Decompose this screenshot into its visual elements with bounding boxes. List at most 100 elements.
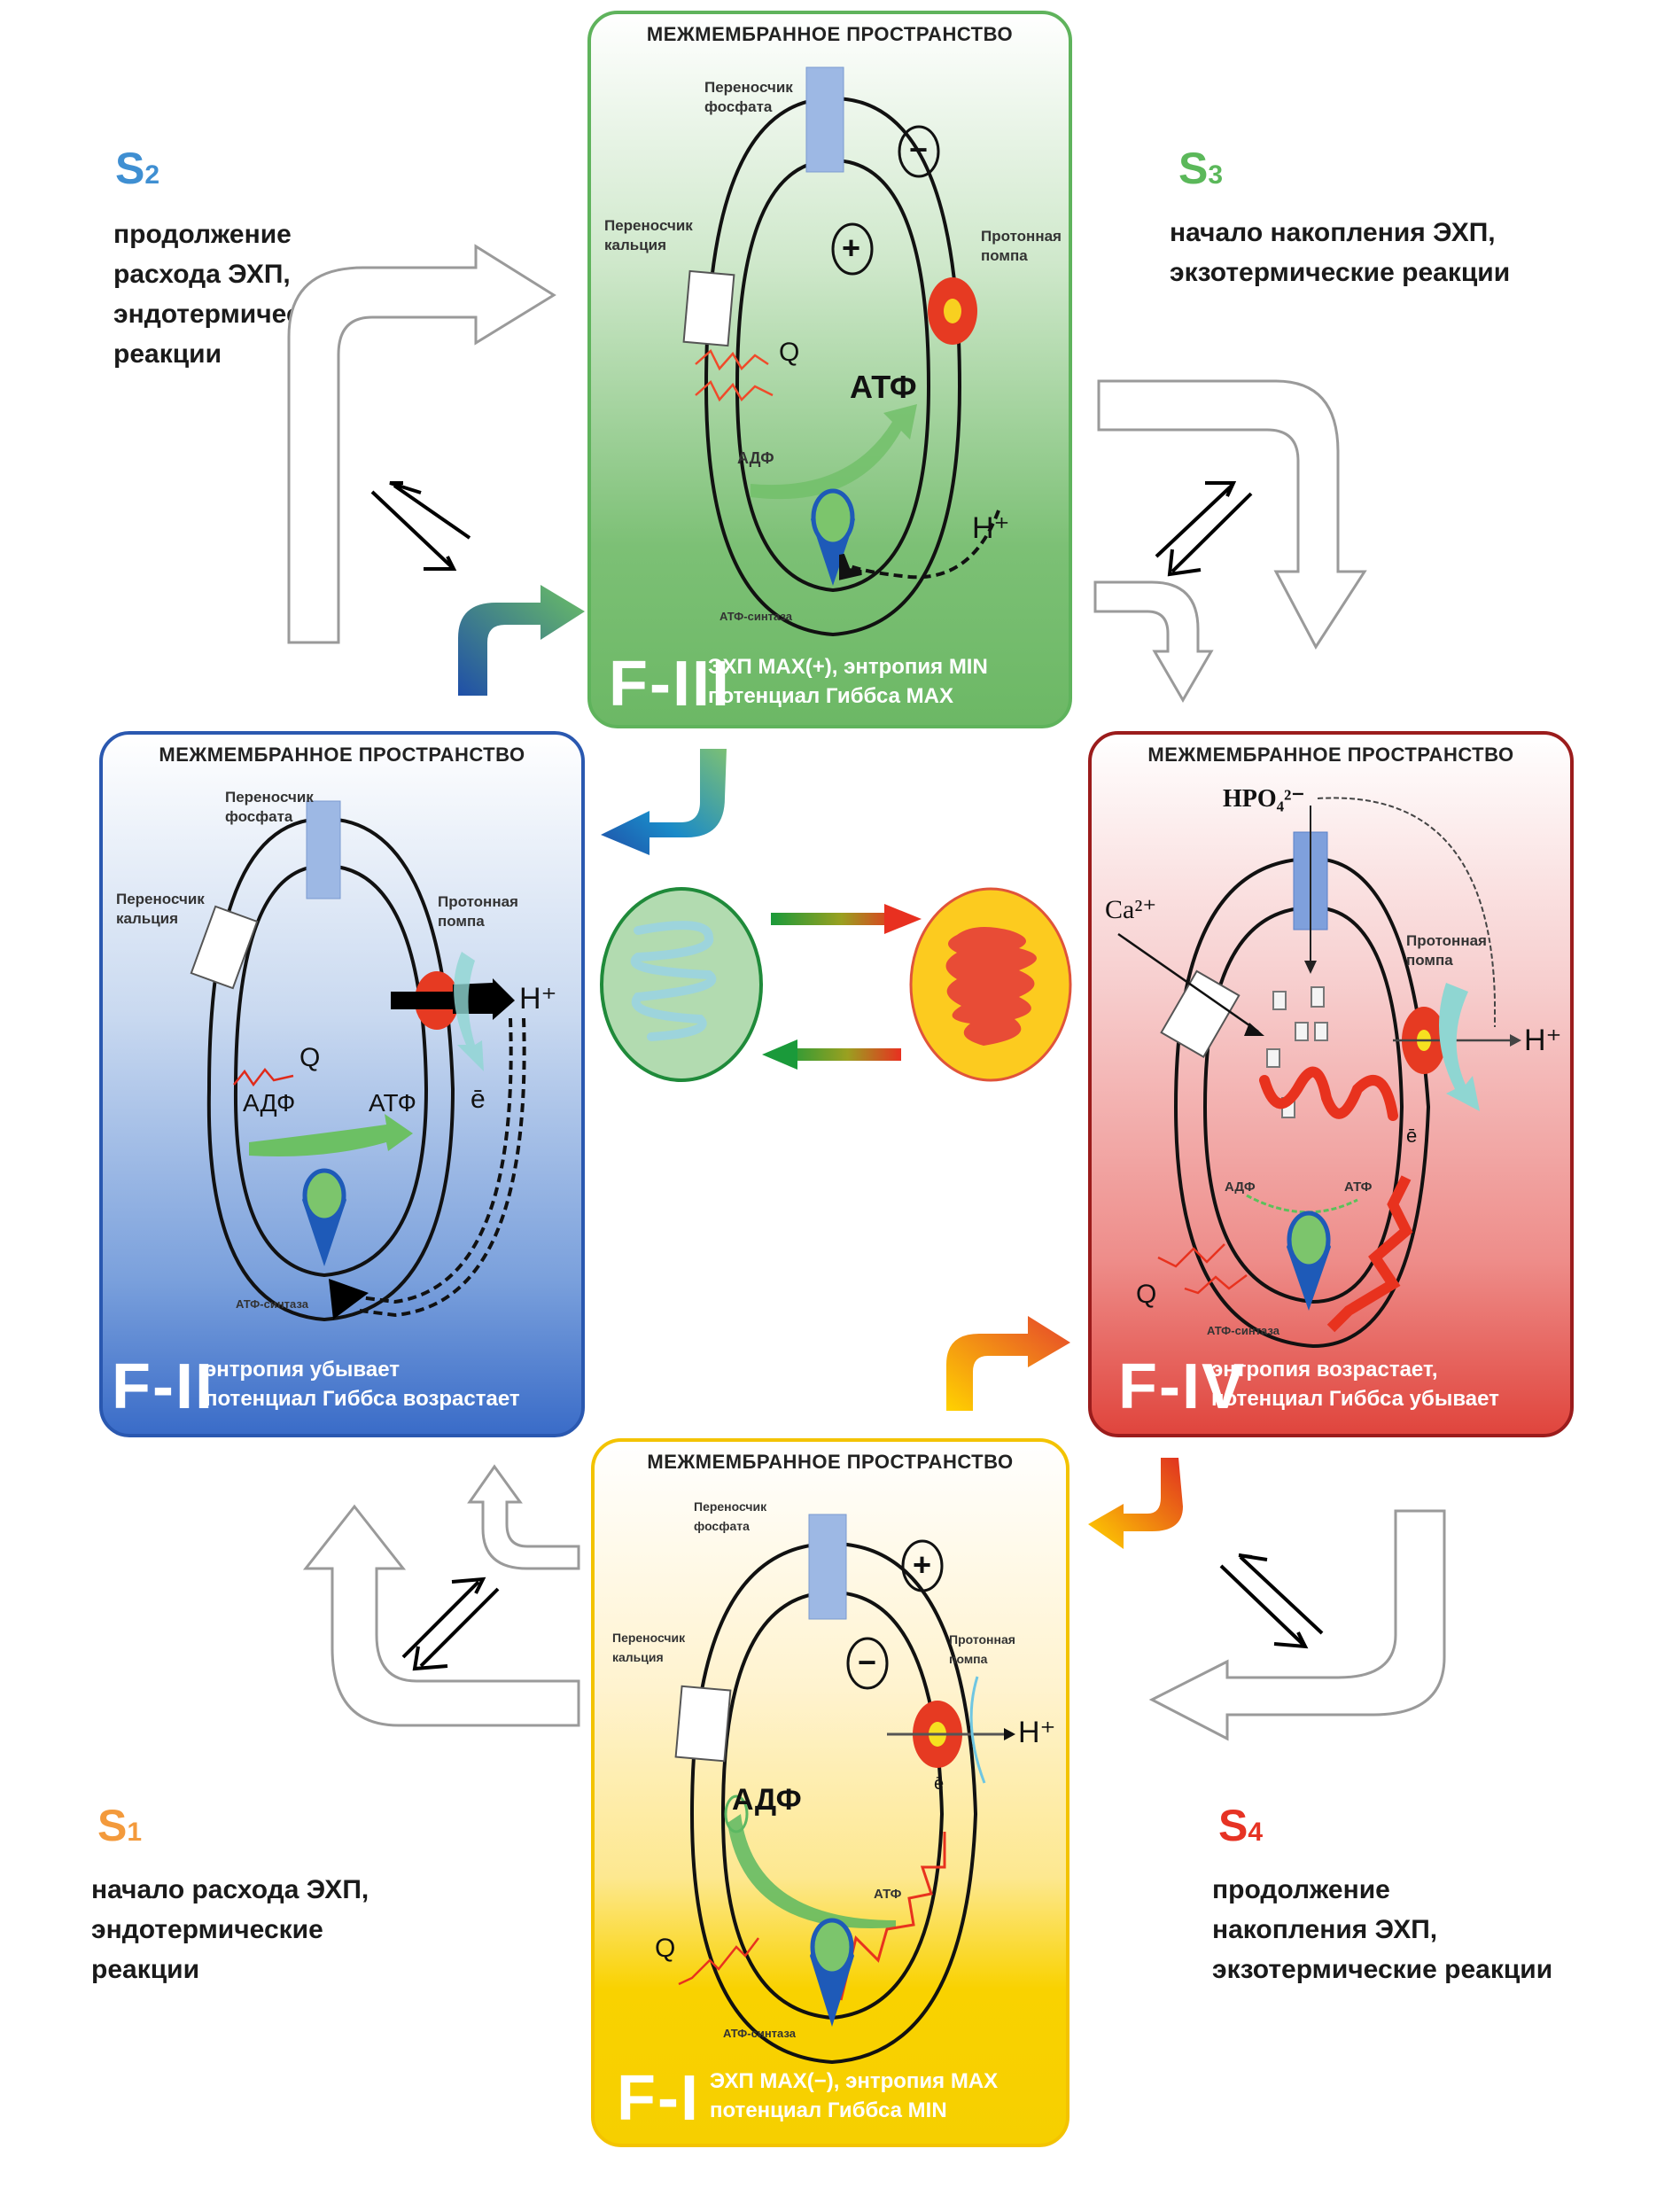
outline-arrow-s3-large bbox=[1097, 379, 1367, 650]
stage-code: S bbox=[1178, 144, 1209, 193]
cyan-flow-arrow bbox=[454, 952, 484, 1071]
proton-pump-icon bbox=[928, 277, 977, 345]
panel-header: МЕЖМЕМБРАННОЕ ПРОСТРАНСТВО bbox=[647, 1451, 1014, 1473]
atp-label: АТФ bbox=[874, 1887, 902, 1902]
outline-arrow-s2 bbox=[287, 244, 556, 644]
adp-label: АДФ bbox=[732, 1783, 802, 1817]
desc-line: эндотермические bbox=[91, 1915, 323, 1944]
phosphate-ion-label: HPO₄²⁻ bbox=[1223, 785, 1305, 813]
heat-zigzag-icon bbox=[839, 1832, 946, 2001]
plus-charge-icon bbox=[901, 1539, 944, 1592]
heat-wave-icon bbox=[678, 1937, 759, 1986]
stage-s2-label: S2 bbox=[115, 146, 159, 198]
stage-s4-description: продолжение накопления ЭХП, экзотермичес… bbox=[1212, 1870, 1552, 1989]
mitochondrion-swollen bbox=[909, 887, 1072, 1082]
curved-arrow-f4-to-f1 bbox=[1088, 1458, 1183, 1549]
footer-line: потенциал Гиббса возрастает bbox=[205, 1387, 520, 1411]
atp-synthesis-arrow bbox=[751, 404, 917, 500]
calcium-carrier-icon bbox=[190, 905, 259, 990]
heat-label: Q bbox=[1136, 1280, 1157, 1309]
label-line: Переносчик bbox=[225, 789, 314, 806]
atp-label: АТФ bbox=[850, 369, 917, 405]
desc-line: экзотермические реакции bbox=[1170, 258, 1511, 287]
stage-s3-label: S3 bbox=[1178, 146, 1223, 198]
label-line: помпа bbox=[949, 1652, 988, 1666]
label-line: Протонная bbox=[438, 893, 518, 910]
stage-index: 1 bbox=[127, 1818, 143, 1847]
stage-index: 2 bbox=[144, 160, 160, 190]
proton-label: H⁺ bbox=[519, 982, 557, 1016]
heat-label: Q bbox=[655, 1934, 676, 1963]
heat-wave-large-icon bbox=[1259, 1066, 1398, 1121]
panel-header: МЕЖМЕМБРАННОЕ ПРОСТРАНСТВО bbox=[1147, 743, 1514, 766]
atp-synthase-icon bbox=[302, 1168, 346, 1266]
desc-line: начало накопления ЭХП, bbox=[1170, 218, 1496, 247]
plus-charge-icon bbox=[831, 222, 874, 276]
heat-wave-icon bbox=[1184, 1274, 1248, 1295]
stage-index: 4 bbox=[1248, 1818, 1264, 1847]
proton-label: H⁺ bbox=[1524, 1024, 1562, 1057]
curved-arrow-f1-to-f4 bbox=[946, 1316, 1070, 1411]
stage-code: S bbox=[1218, 1801, 1248, 1850]
label-line: кальция bbox=[116, 910, 179, 927]
atp-synthase-label: АТФ-синтаза bbox=[236, 1297, 308, 1311]
atp-label: АТФ bbox=[369, 1089, 416, 1117]
atp-label: АТФ bbox=[1344, 1179, 1373, 1195]
proton-return-arrowhead bbox=[839, 553, 862, 580]
outline-arrow-s1-small bbox=[467, 1464, 580, 1570]
label-line: Переносчик bbox=[116, 891, 205, 907]
plus-sign: + bbox=[842, 230, 861, 266]
minus-sign: − bbox=[858, 1644, 877, 1680]
desc-line: реакции bbox=[91, 1955, 200, 1984]
calcium-phosphate-crystals-icon bbox=[1266, 986, 1328, 1118]
phosphate-carrier-icon bbox=[808, 1514, 847, 1620]
heat-label: Q bbox=[299, 1043, 321, 1072]
calcium-carrier-icon bbox=[682, 269, 735, 347]
mitochondrion-diagram bbox=[674, 1514, 1015, 2065]
label-line: Переносчик bbox=[704, 79, 793, 96]
heat-wave-icon bbox=[1157, 1243, 1225, 1268]
calcium-influx-arrow bbox=[1117, 932, 1259, 1033]
minus-sign: − bbox=[909, 131, 929, 167]
desc-line: расхода ЭХП, bbox=[113, 260, 291, 289]
return-arrowhead bbox=[329, 1279, 369, 1320]
outline-arrow-s3-small bbox=[1093, 580, 1214, 703]
curved-arrow-f3-to-f2 bbox=[601, 749, 727, 855]
state-arrow-forward bbox=[771, 904, 922, 934]
phosphate-carrier-icon bbox=[306, 800, 341, 899]
panel-id: F-II bbox=[112, 1351, 214, 1422]
minus-charge-icon bbox=[846, 1637, 889, 1690]
stage-s1-label: S1 bbox=[97, 1803, 142, 1855]
label-line: Переносчик bbox=[612, 1631, 686, 1645]
label-line: кальция bbox=[604, 237, 667, 253]
state-arrow-backward bbox=[762, 1039, 901, 1070]
atp-synthase-icon bbox=[1287, 1211, 1331, 1311]
label-line: помпа bbox=[981, 247, 1028, 264]
cyan-flow-arrow bbox=[1439, 983, 1480, 1111]
plus-sign: + bbox=[913, 1546, 932, 1583]
atp-synthesis-arrow bbox=[1246, 1194, 1358, 1214]
phosphate-carrier-icon bbox=[805, 66, 844, 173]
panel-f4: МЕЖМЕМБРАННОЕ ПРОСТРАНСТВО HPO₄²⁻ Ca²⁺ П… bbox=[1088, 731, 1574, 1437]
stage-s1-description: начало расхода ЭХП, эндотермические реак… bbox=[91, 1870, 369, 1989]
equilibrium-icon-s3 bbox=[1155, 481, 1253, 577]
mitochondrion-diagram bbox=[682, 66, 1000, 637]
panel-footer: энтропия убывает потенциал Гиббса возраст… bbox=[205, 1355, 520, 1413]
stage-s4-label: S4 bbox=[1218, 1803, 1263, 1855]
atp-synthase-icon bbox=[811, 488, 855, 586]
heat-label: Q bbox=[779, 338, 800, 367]
calcium-carrier-icon bbox=[674, 1685, 732, 1763]
footer-line: энтропия убывает bbox=[205, 1358, 400, 1382]
curved-arrow-f2-to-f3 bbox=[458, 585, 585, 696]
stage-index: 3 bbox=[1208, 160, 1224, 190]
adp-label: АДФ bbox=[737, 449, 774, 467]
atp-synthase-icon bbox=[810, 1918, 854, 2027]
